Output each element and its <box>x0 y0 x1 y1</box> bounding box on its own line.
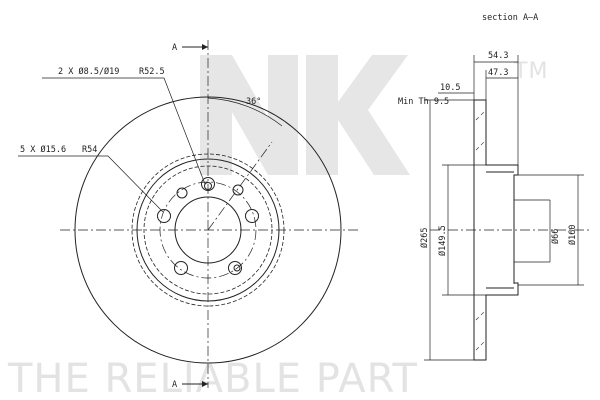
section-marker-top: A <box>172 43 177 53</box>
label-holes-small-radius: R52.5 <box>139 67 165 77</box>
locating-hole <box>232 184 244 196</box>
locating-hole <box>233 264 241 272</box>
dia-hat: Ø149.5 <box>437 225 448 256</box>
front-view: 36° A A 2 X Ø8.5/Ø19 R52.5 5 X Ø15.6 R54 <box>18 40 360 390</box>
dim-offset: 47.3 <box>488 68 508 78</box>
dim-overall-height: 54.3 <box>488 51 508 61</box>
bolt-hole <box>157 209 171 223</box>
dia-outer: Ø265 <box>419 228 430 248</box>
locating-hole <box>176 187 188 199</box>
trademark-mark: TM <box>513 59 548 84</box>
leader-small-holes <box>42 77 206 185</box>
leader-bolt-holes <box>18 155 164 213</box>
section-title: section A–A <box>482 13 538 23</box>
min-thickness-label: Min Th 9.5 <box>398 97 449 107</box>
dia-bore: Ø66 <box>550 229 561 244</box>
dia-pcd: Ø160 <box>567 225 578 245</box>
bolt-hole <box>228 261 242 275</box>
section-marker-bottom: A <box>172 380 177 390</box>
label-holes-bolt-radius: R54 <box>82 145 97 155</box>
section-view: section A–A 54.3 47.3 10.5 Min Th 9.5 Ø2… <box>398 13 590 361</box>
nk-logo-watermark: TM <box>200 55 548 175</box>
bolt-hole <box>245 209 259 223</box>
angle-ray <box>207 141 273 231</box>
bolt-hole <box>174 261 188 275</box>
angle-arc <box>207 97 283 127</box>
label-holes-bolt: 5 X Ø15.6 <box>20 144 66 155</box>
label-holes-small: 2 X Ø8.5/Ø19 <box>58 66 119 77</box>
dim-thickness: 10.5 <box>440 83 460 93</box>
angle-label: 36° <box>246 97 261 107</box>
